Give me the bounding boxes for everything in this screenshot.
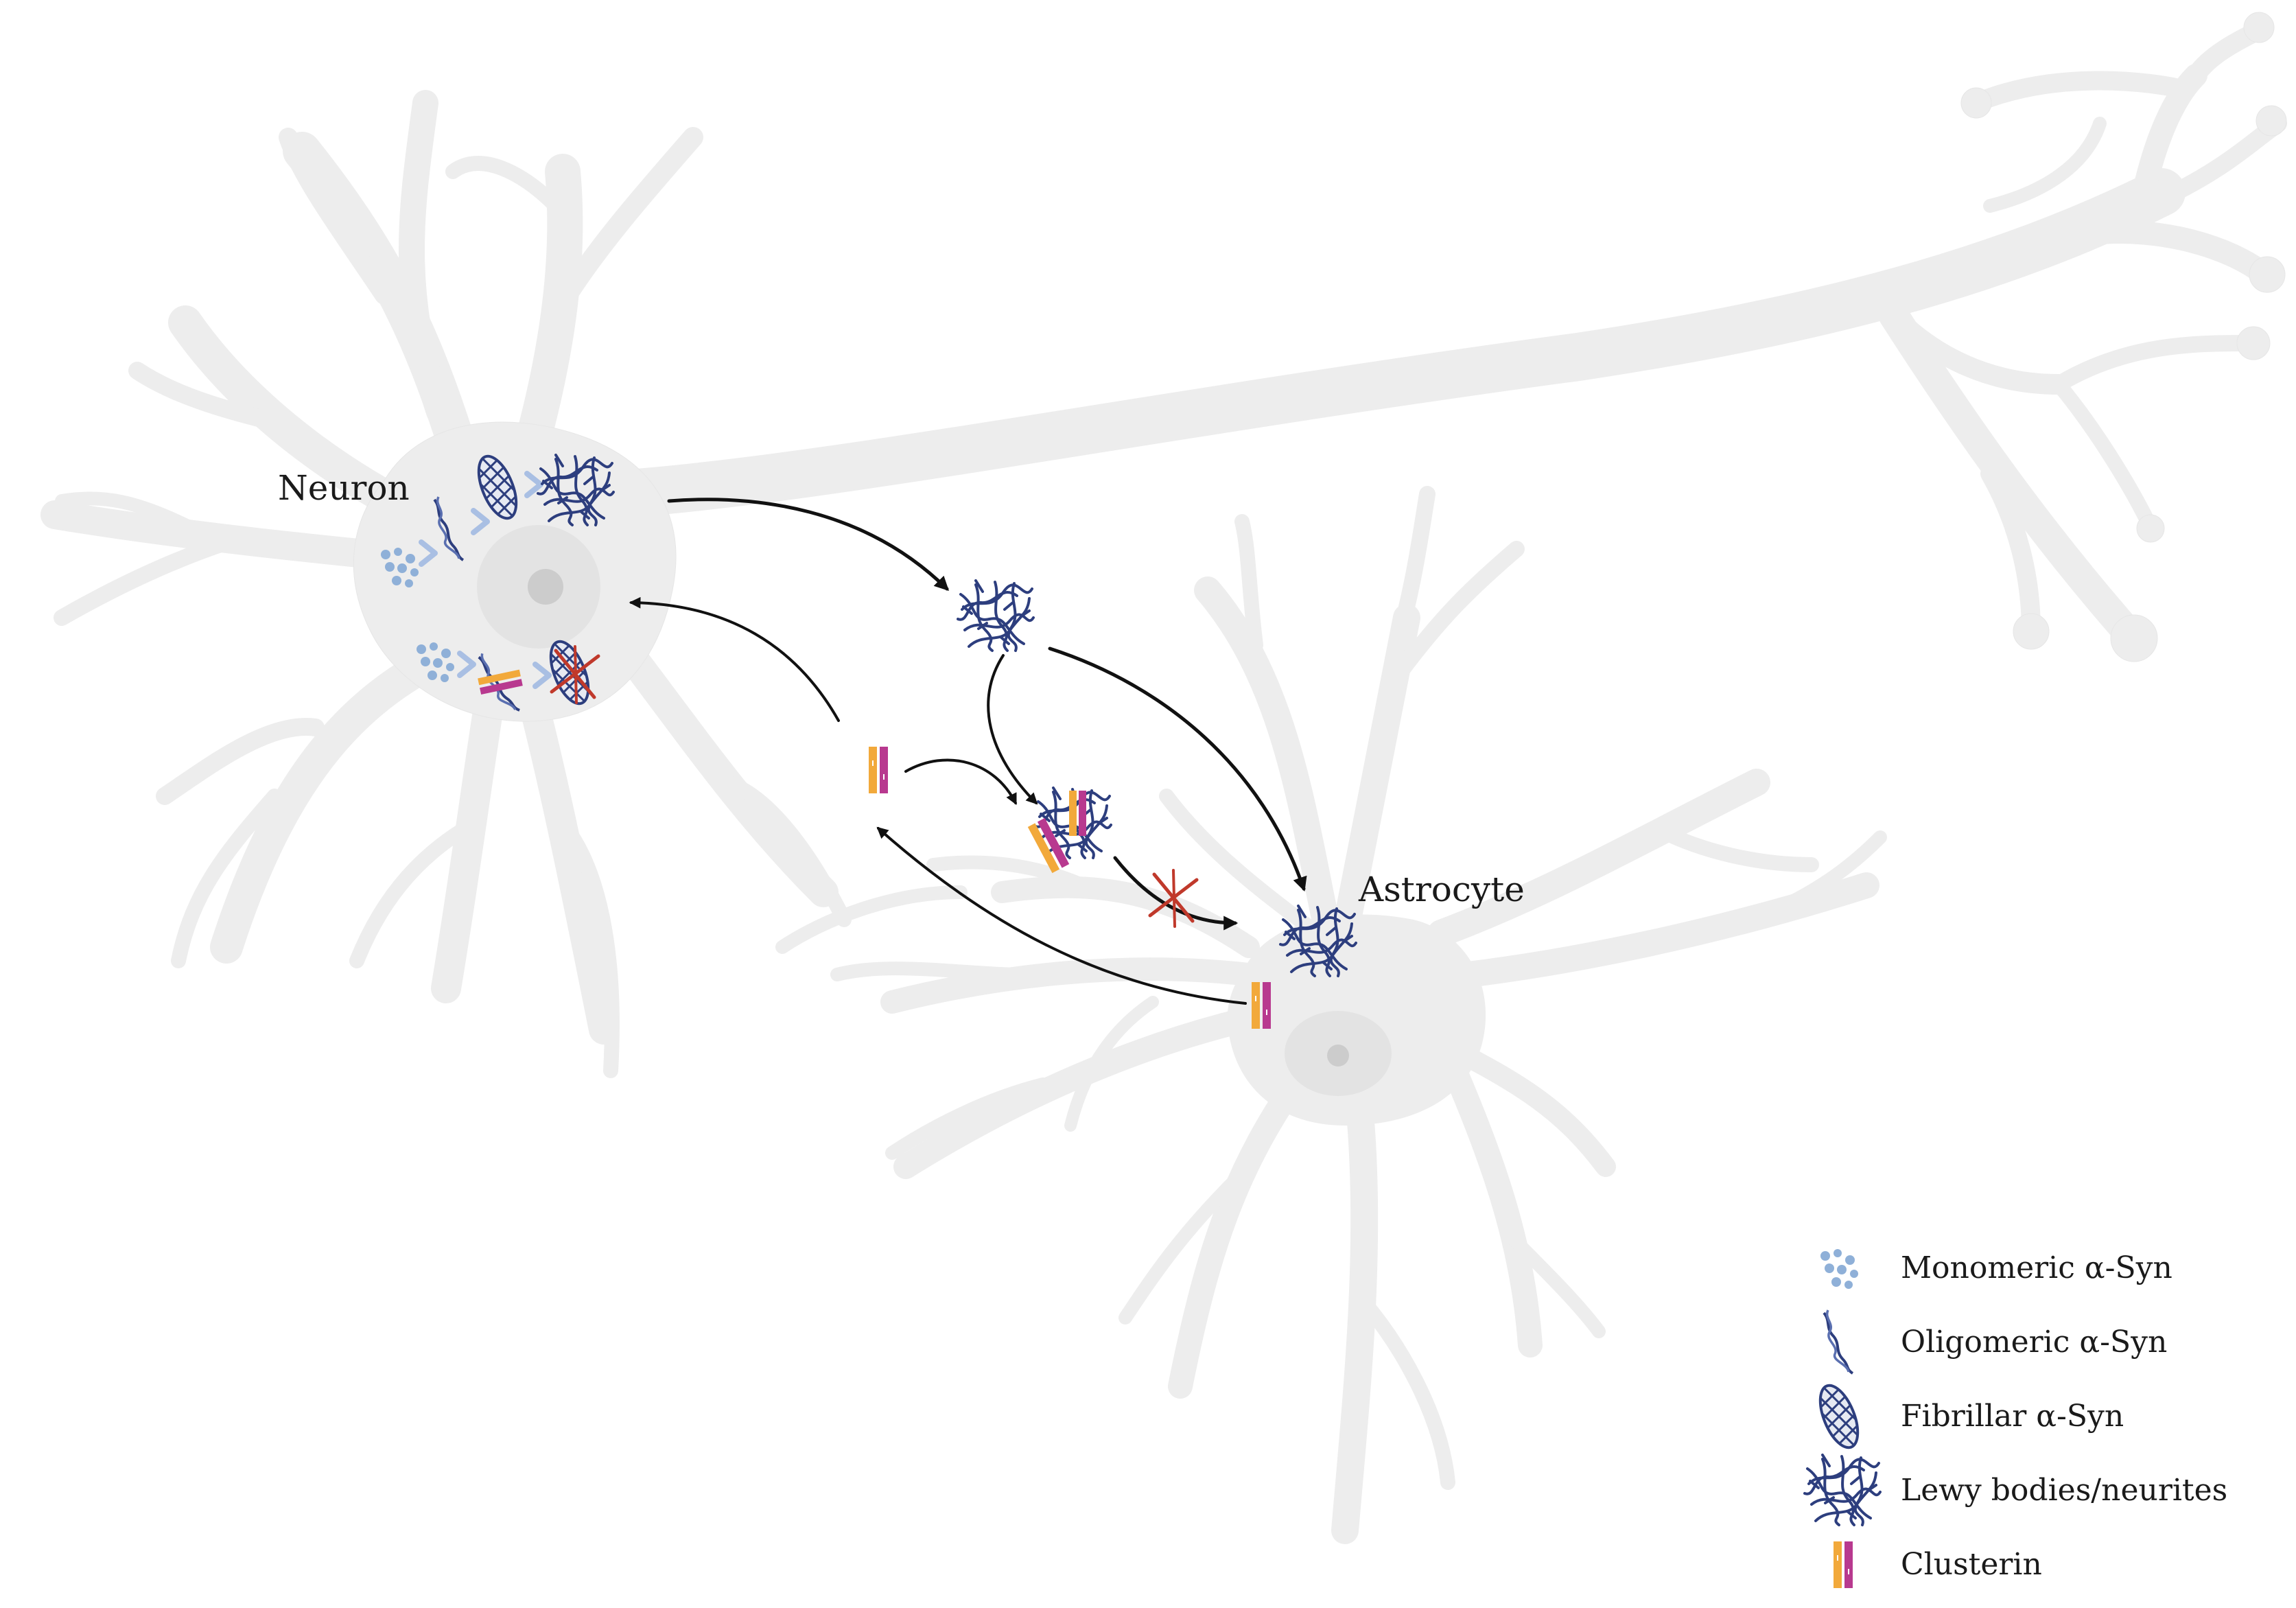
- astrocyte-nucleus: [1285, 1011, 1392, 1096]
- extracellular-clusterin: [868, 746, 889, 794]
- legend-label-fibril: Fibrillar α-Syn: [1901, 1399, 2124, 1434]
- legend-label-monomer: Monomeric α-Syn: [1901, 1250, 2172, 1285]
- extracellular-lewy-body: [957, 579, 1035, 652]
- legend-item-fibril: Fibrillar α-Syn: [1798, 1348, 2124, 1485]
- legend-label-lewy: Lewy bodies/neurites: [1901, 1473, 2227, 1508]
- arrow-neuron-to-extracellular: [667, 498, 949, 591]
- neuron-clusterin-inhibition-pathway: [417, 604, 611, 741]
- legend-item-oligomer: Oligomeric α-Syn: [1823, 1309, 2167, 1375]
- arrow-astrocyte-clusterin-out: [876, 826, 1247, 1005]
- legend-item-clusterin: Clusterin: [1833, 1541, 2042, 1589]
- legend-label-clusterin: Clusterin: [1901, 1547, 2042, 1582]
- legend-label-oligomer: Oligomeric α-Syn: [1901, 1325, 2167, 1360]
- legend-item-monomer: Monomeric α-Syn: [1820, 1249, 2172, 1289]
- clusterin-icon: [1833, 1541, 1853, 1589]
- oligomer-icon: [1823, 1309, 1854, 1375]
- neuron-label: Neuron: [278, 468, 410, 508]
- astrocyte-label: Astrocyte: [1358, 870, 1525, 909]
- arrow-clusterin-to-neuron: [629, 596, 840, 722]
- arrow-clusterin-to-complex: [904, 758, 1017, 806]
- arrows: [629, 498, 1307, 1005]
- legend-item-lewy: Lewy bodies/neurites: [1803, 1454, 2227, 1526]
- clusterin-lewy-complex: [1027, 786, 1112, 874]
- neuron-nucleus: [477, 525, 600, 649]
- legend: Monomeric α-Syn Oligomeric α-Syn Fibrill…: [1798, 1249, 2227, 1589]
- arrow-lewy-to-astrocyte: [1048, 646, 1307, 892]
- lewy-body-icon: [1803, 1454, 1882, 1526]
- monomer-icon: [1820, 1249, 1858, 1289]
- arrow-lewy-to-complex: [987, 654, 1038, 805]
